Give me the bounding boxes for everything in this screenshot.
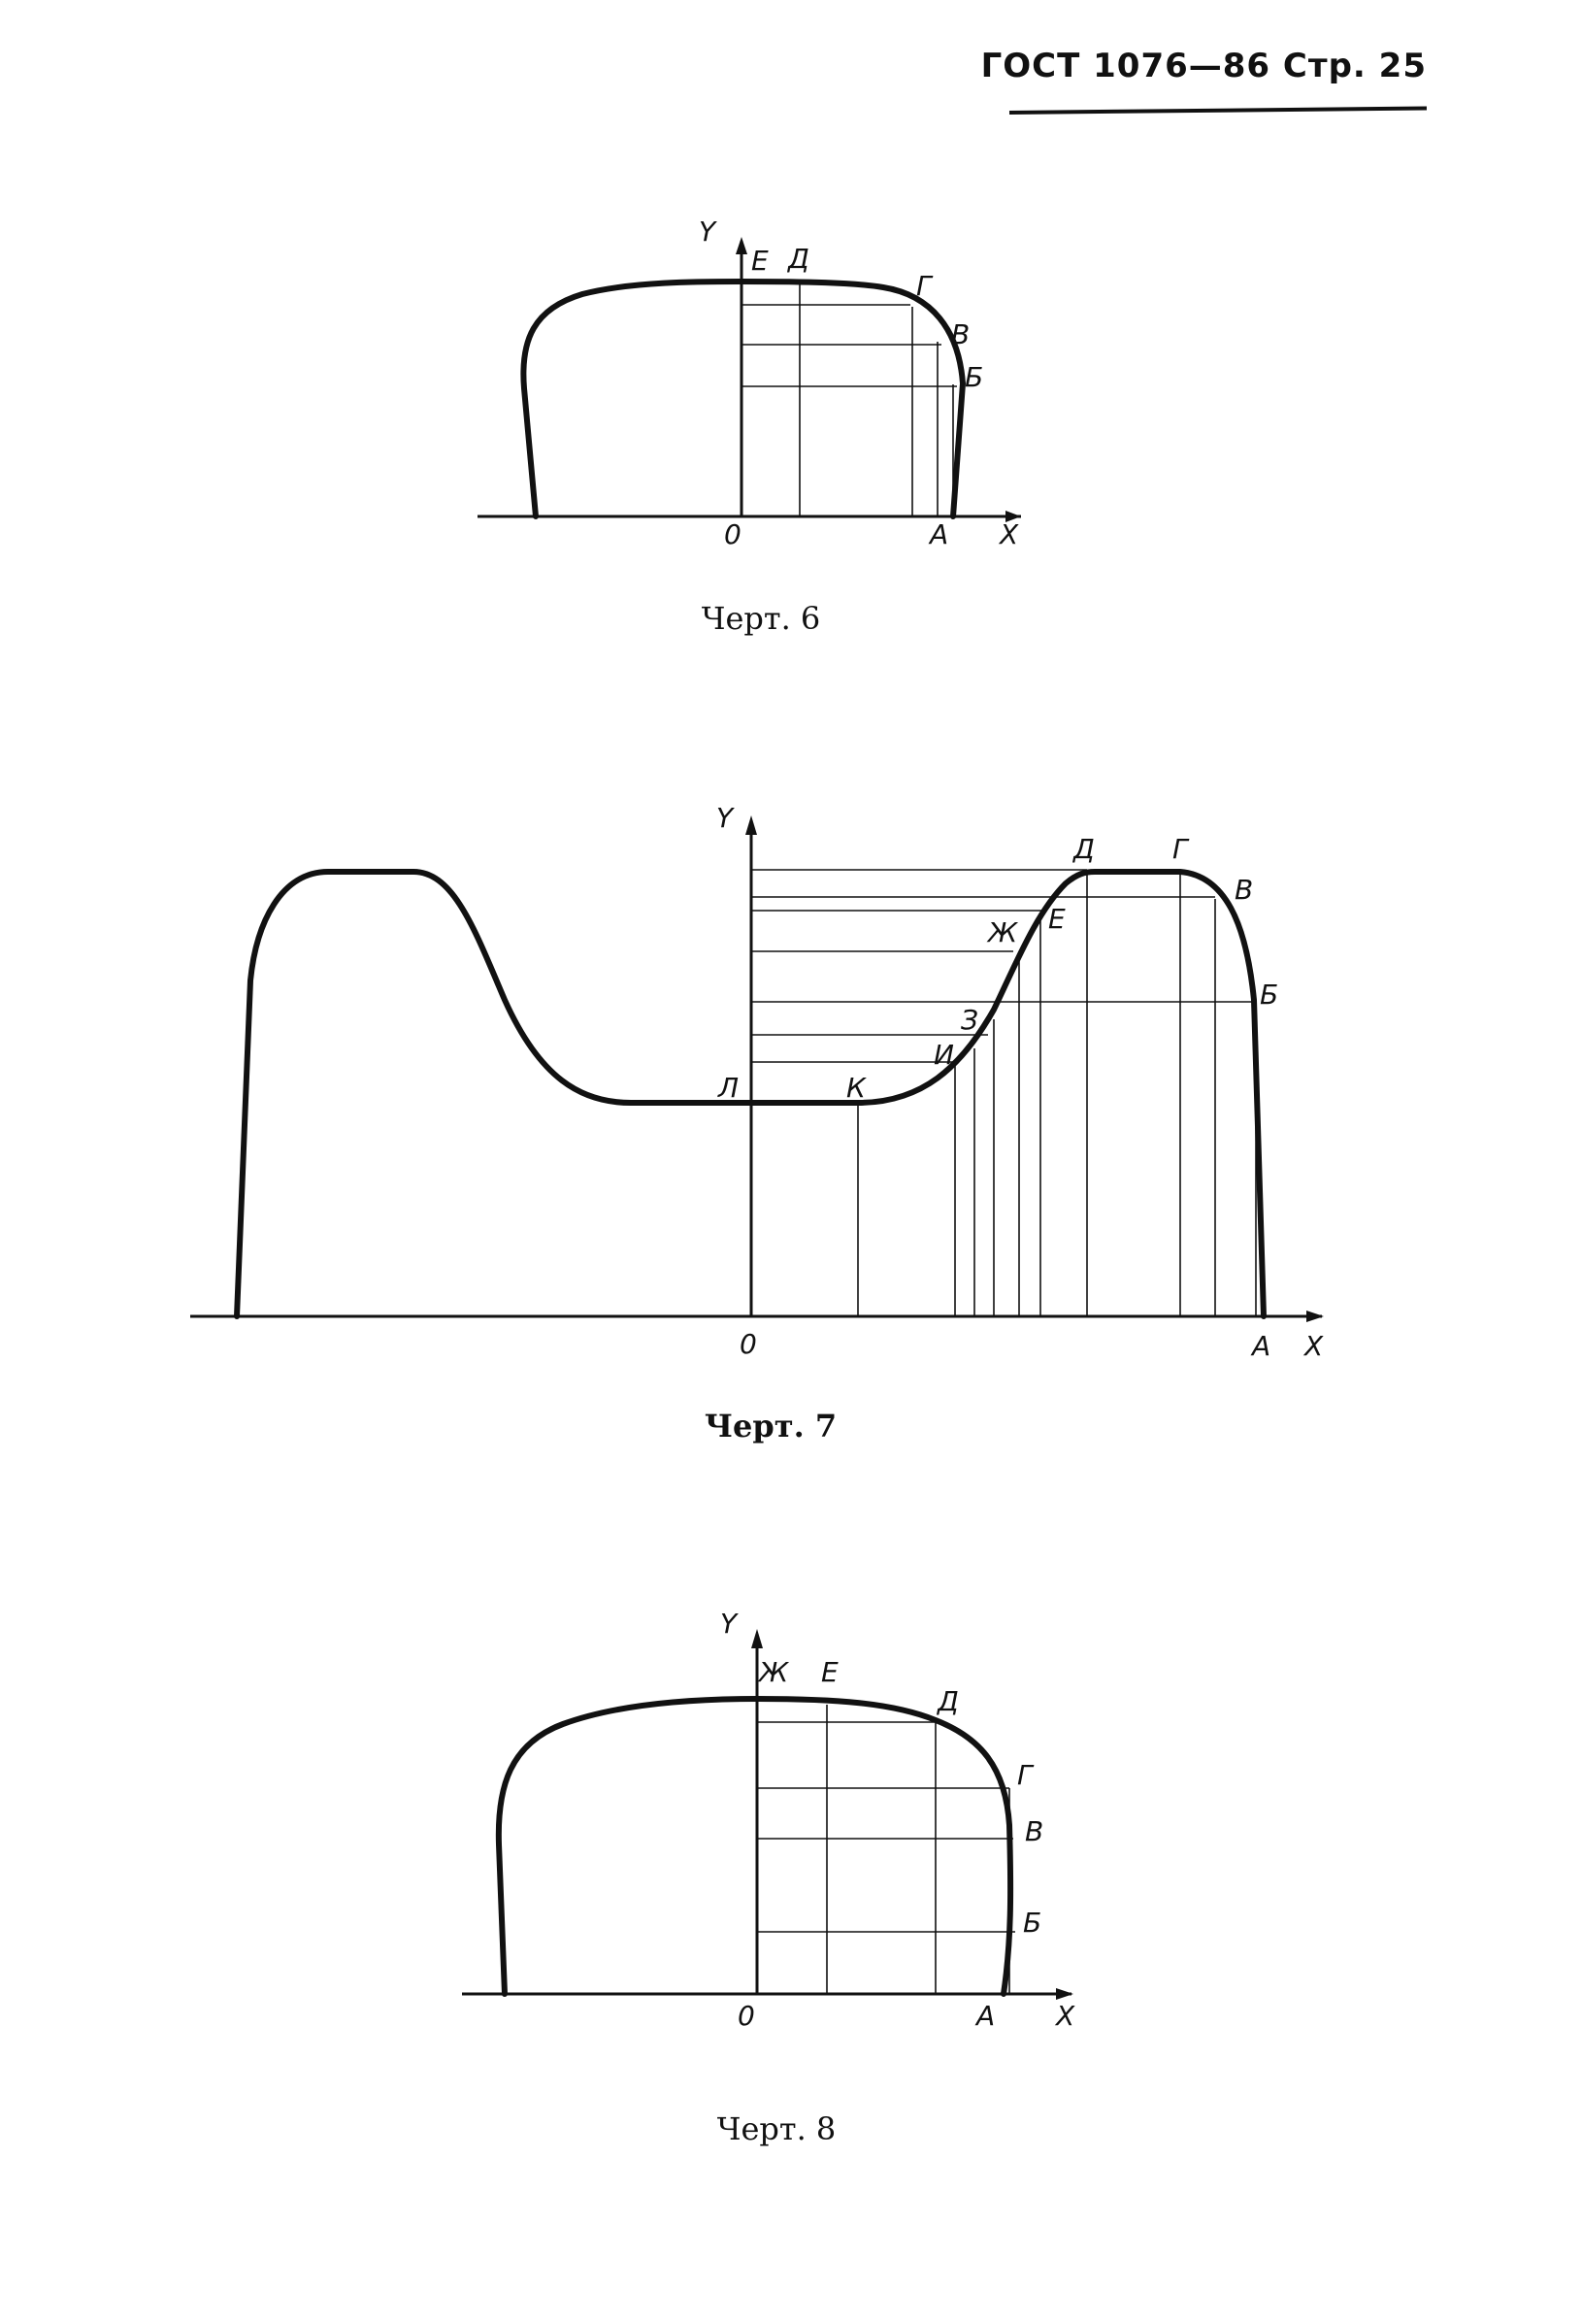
figure-6-profile-curve [520,279,966,519]
figure-7: Y Д Г В Е Ж Б З И Л К 0 А X [190,802,1324,1362]
figure-7-label-z: З [961,1004,978,1036]
figure-7-label-zh: Ж [986,916,1019,948]
figure-6-label-b: Б [965,361,983,393]
figure-7-label-g: Г [1172,833,1190,865]
figure-8: Y Ж Е Д Г В Б 0 А X [462,1608,1075,2032]
figure-7-label-k: К [846,1072,867,1104]
figure-8-profile-curve [495,1696,1014,1997]
figure-8-label-d: Д [936,1685,959,1717]
figure-7-label-v: В [1235,874,1253,906]
figure-7-label-origin: 0 [740,1328,757,1360]
figure-7-label-i: И [934,1039,954,1071]
figure-7-label-a: А [1250,1330,1270,1362]
figure-8-axes [462,1629,1073,2000]
figure-8-label-zh: Ж [757,1656,790,1688]
figure-7-label-l: Л [717,1072,739,1104]
figure-8-label-a: А [974,2000,995,2032]
figure-8-label-origin: 0 [738,2000,755,2032]
figure-6-label-v: В [951,318,970,350]
figure-8-label-v: В [1025,1815,1043,1847]
figure-7-profile-curve [234,869,1267,1319]
figure-8-label-b: Б [1023,1907,1041,1939]
figure-7-caption: Черт. 7 [704,1408,838,1444]
page-header: ГОСТ 1076—86 Стр. 25 [981,47,1427,115]
figure-7-label-d: Д [1071,833,1095,865]
figure-6-label-a: А [928,518,948,550]
figure-7-axes [190,815,1324,1322]
figure-6-label-g: Г [916,270,934,302]
header-text: ГОСТ 1076—86 Стр. 25 [980,47,1427,85]
figure-7-label-y: Y [716,802,735,834]
figure-6-axes [478,237,1021,522]
figure-7-grid [751,869,1257,1316]
figure-6-label-y: Y [699,216,717,248]
figure-6: Y Е Д Г В Б 0 А X [478,216,1021,550]
figure-8-label-y: Y [720,1608,739,1640]
figure-8-label-x: X [1054,2000,1075,2032]
figure-6-label-d: Д [786,243,809,275]
figure-8-caption: Черт. 8 [716,2110,837,2147]
figure-7-label-b: Б [1260,979,1278,1011]
figure-8-label-e: Е [821,1656,839,1688]
figure-6-caption: Черт. 6 [701,600,821,637]
figure-8-label-g: Г [1017,1759,1035,1791]
figure-6-label-origin: 0 [724,518,742,550]
figure-7-label-e: Е [1048,903,1066,935]
figure-6-label-e: Е [751,245,769,277]
figure-7-label-x: X [1302,1330,1324,1362]
figure-6-label-x: X [998,518,1019,550]
